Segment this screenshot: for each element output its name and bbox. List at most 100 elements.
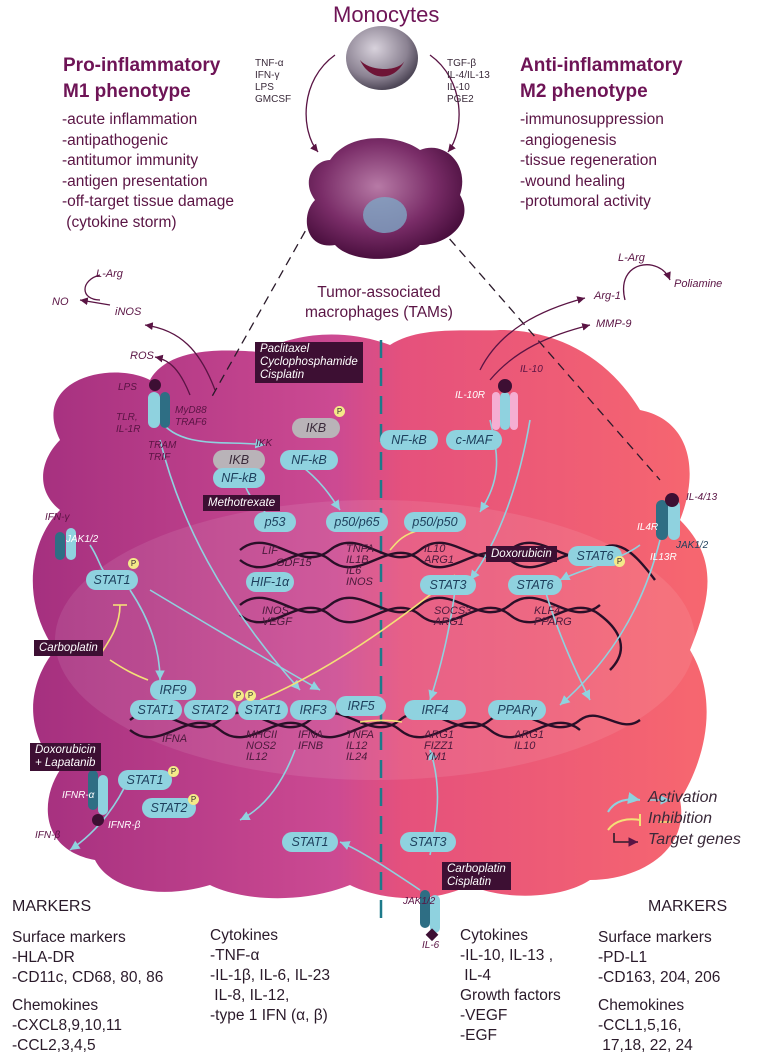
jak12-right-label: JAK1/2 — [676, 540, 709, 551]
jak12-left-label: JAK1/2 — [66, 534, 99, 545]
tumor-cell-shape — [32, 330, 708, 899]
lps-label: LPS — [118, 382, 137, 393]
larg-left-label: L-Arg — [96, 268, 123, 280]
ifnr-a-label: IFNR-α — [62, 790, 95, 801]
phospho-mark: P — [128, 558, 139, 569]
node-irf3: IRF3 — [290, 700, 336, 720]
node-stat1-b: STAT1 — [238, 700, 288, 720]
node-ppary: PPARγ — [488, 700, 546, 720]
node-stat3: STAT3 — [420, 575, 476, 595]
tlr-label: TLR,IL-1R — [116, 412, 141, 435]
phospho-mark: P — [233, 690, 244, 701]
legend-inhibition: Inhibition — [648, 810, 713, 827]
phospho-mark: P — [245, 690, 256, 701]
phospho-mark: P — [614, 556, 625, 567]
monocytes-title: Monocytes — [333, 2, 440, 27]
node-stat6-top: STAT6 — [568, 546, 622, 566]
legend-target-genes: Target genes — [648, 831, 741, 848]
node-stat1-c: STAT1 — [118, 770, 172, 790]
tlr-receptor — [148, 379, 170, 428]
node-p50p50: p50/p50 — [404, 512, 466, 532]
m1-markers-title: MARKERS — [12, 898, 92, 915]
node-stat1-a: STAT1 — [130, 700, 182, 720]
node-irf5: IRF5 — [336, 696, 386, 716]
ifnb-label: IFN-β — [35, 830, 61, 841]
ifnr-receptor — [88, 770, 108, 826]
jak12-bottom-label: JAK1/2 — [403, 896, 436, 907]
il4r-label: IL4R — [637, 522, 659, 533]
ifnr-b-label: IFNR-β — [108, 820, 141, 831]
drug-methotrexate: Methotrexate — [203, 495, 281, 511]
il10-label: IL-10 — [520, 364, 543, 375]
ifng-receptor — [55, 528, 76, 560]
il4-receptor — [656, 493, 680, 540]
dna-helix-lower — [129, 711, 641, 739]
m2-title: Anti-inflammatory — [520, 55, 683, 76]
node-stat3-bottom: STAT3 — [400, 832, 456, 852]
m1-functions-list: -acute inflammation-antipathogenic -anti… — [62, 111, 235, 231]
larg-right-label: L-Arg — [618, 252, 645, 264]
monocyte-cell — [346, 26, 418, 90]
node-p53: p53 — [254, 512, 296, 532]
arg1-label: Arg-1 — [594, 290, 621, 302]
phospho-mark: P — [168, 766, 179, 777]
no-label: NO — [52, 296, 69, 308]
m2-cytokines-block: Cytokines -IL-10, IL-13 , IL-4 Growth fa… — [460, 927, 561, 1044]
drug-doxorubicin: Doxorubicin — [486, 546, 557, 562]
m2-subtitle: M2 phenotype — [520, 81, 648, 102]
node-ikb: IKB — [213, 450, 265, 470]
il413-label: IL-4/13 — [686, 492, 718, 503]
node-irf4: IRF4 — [404, 700, 466, 720]
ros-label: ROS — [130, 350, 154, 362]
node-stat2-c: STAT2 — [142, 798, 196, 818]
m1-surface-block: Surface markers -HLA-DR -CD11c, CD68, 80… — [12, 929, 164, 986]
m2-surface-block: Surface markers -PD-L1 -CD163, 204, 206 — [598, 929, 721, 986]
il6-label: IL-6 — [422, 940, 440, 951]
poliamine-label: Poliamine — [674, 278, 723, 290]
gene-gdf15: GDF15 — [276, 557, 312, 569]
phospho-mark: P — [188, 794, 199, 805]
m1-subtitle: M1 phenotype — [63, 81, 191, 102]
m2-markers-title: MARKERS — [648, 898, 728, 915]
node-nfkb-right: NF-kB — [380, 430, 438, 450]
m2-chemokines-block: Chemokines -CCL1,5,16, 17,18, 22, 24 — [598, 997, 693, 1054]
node-p50p65: p50/p65 — [326, 512, 388, 532]
m2-functions-list: -immunosuppression-angiogenesis -tissue … — [520, 111, 664, 210]
node-stat6: STAT6 — [508, 575, 562, 595]
ikk-label: IKK — [256, 438, 273, 449]
il10-receptor — [492, 379, 518, 430]
node-nfkb-complex: NF-kB — [213, 468, 265, 488]
node-ikb-top: IKB — [292, 418, 340, 438]
m1-chemokines-block: Chemokines -CXCL8,9,10,11 -CCL2,3,4,5 — [12, 997, 122, 1054]
node-stat2-a: STAT2 — [184, 700, 236, 720]
dna-helix-middle — [239, 596, 622, 671]
il13r-label: IL13R — [650, 552, 677, 563]
node-stat1-left: STAT1 — [86, 570, 138, 590]
node-cmaf: c-MAF — [446, 430, 502, 450]
node-hif1a: HIF-1α — [246, 572, 294, 592]
m1-title: Pro-inflammatory — [63, 55, 221, 76]
node-stat1-bottom: STAT1 — [282, 832, 338, 852]
inos-label: iNOS — [115, 306, 142, 318]
gene-lif: LIF — [262, 545, 278, 557]
ifng-label: IFN-γ — [45, 512, 70, 523]
drug-carboplatin: Carboplatin — [34, 640, 103, 656]
